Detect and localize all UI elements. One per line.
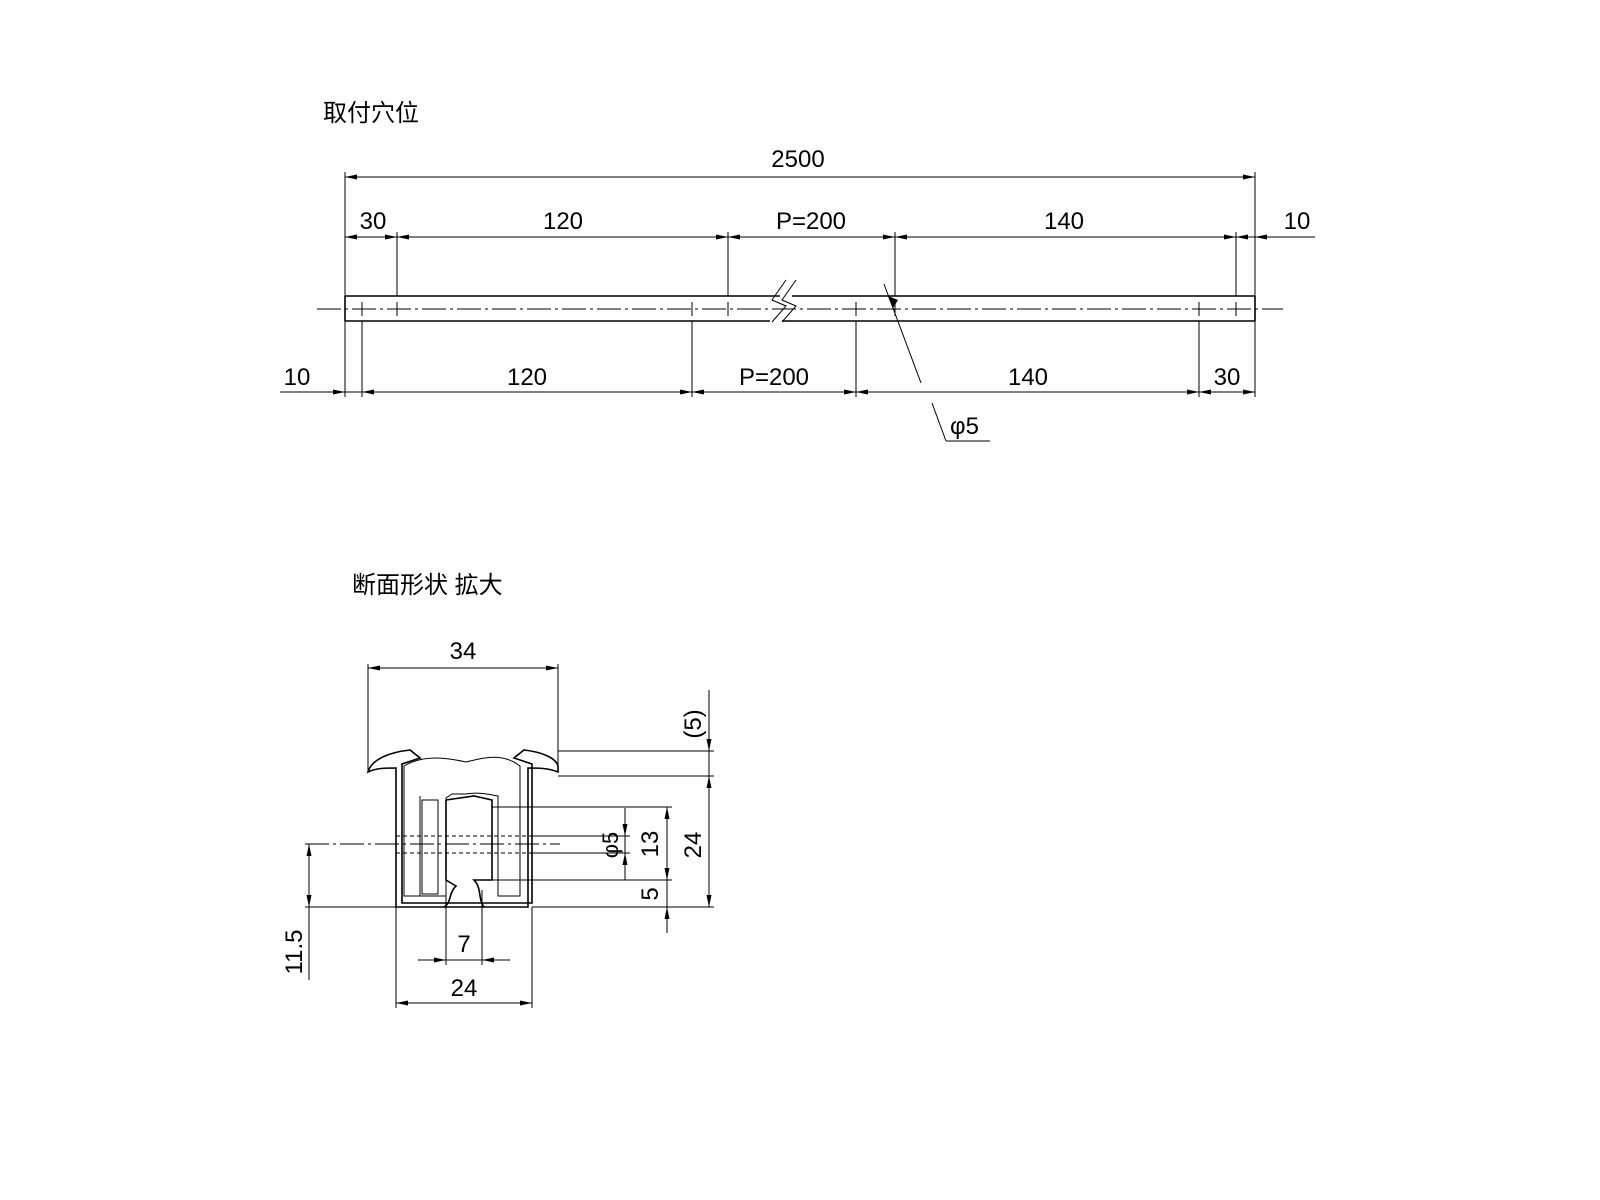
seal-section	[403, 756, 521, 897]
seal-inner-left	[421, 799, 439, 895]
dim-upper-120: 120	[543, 208, 583, 235]
lower-dimension-chain: 10 120 P=200 140 30	[280, 321, 1256, 397]
overall-dimension: 2500	[344, 146, 1256, 296]
dim-upper-p200: P=200	[776, 208, 846, 235]
dim-right-verticals: (5) 24 13 5 φ5	[492, 690, 714, 933]
dim-axis-offset: 11.5	[281, 844, 396, 980]
dim-lower-10: 10	[284, 364, 311, 391]
dim-hole-label: φ5	[598, 832, 623, 859]
dim-axis-offset-label: 11.5	[281, 930, 308, 975]
break-symbol	[771, 279, 797, 323]
top-view-title: 取付穴位	[323, 100, 419, 127]
section-view-title: 断面形状 拡大	[352, 572, 503, 599]
dim-bottom-gap-label: 5	[637, 887, 664, 900]
dim-height-paren-label: (5)	[680, 709, 707, 738]
dim-lower-p200: P=200	[739, 364, 809, 391]
hole-leader: φ5	[883, 283, 990, 442]
profile-outline	[366, 749, 559, 908]
dim-slot-label: 13	[637, 831, 664, 858]
upper-dimension-chain: 30 120 P=200 140 10	[345, 208, 1315, 296]
dim-lower-30: 30	[1214, 364, 1241, 391]
dim-body-width-label: 24	[451, 975, 478, 1002]
section-view: 断面形状 拡大 34 (5)	[281, 572, 714, 1008]
dim-lower-120: 120	[507, 364, 547, 391]
dim-upper-10: 10	[1284, 208, 1311, 235]
bar-outline	[344, 279, 1256, 323]
top-view: 取付穴位	[280, 100, 1315, 442]
dim-overall-label: 2500	[771, 146, 824, 173]
dim-gap-width-label: 7	[457, 931, 470, 958]
dim-body-width: 24	[395, 907, 533, 1008]
dim-upper-140: 140	[1044, 208, 1084, 235]
dim-lower-140: 140	[1008, 364, 1048, 391]
dim-gap-width: 7	[418, 890, 510, 965]
hole-diameter-label: φ5	[950, 413, 979, 440]
profile-stem	[443, 795, 493, 908]
dim-height-label: 24	[680, 832, 707, 859]
dim-upper-30: 30	[360, 208, 387, 235]
dim-top-width-label: 34	[450, 638, 477, 665]
